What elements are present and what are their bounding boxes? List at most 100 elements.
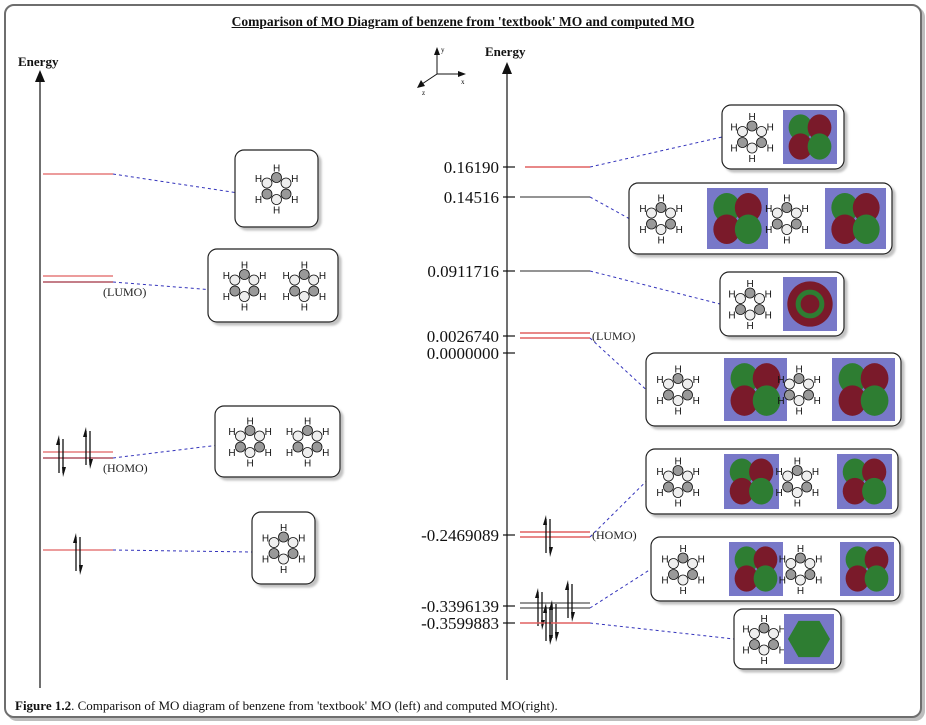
hydrogen-label: H [797, 586, 804, 597]
carbon-atom [271, 194, 282, 205]
lobe-green [734, 546, 759, 573]
lobe-green [753, 565, 778, 592]
lobe-red [713, 214, 741, 244]
energy-value-label: 0.14516 [444, 188, 499, 207]
carbon-atom [229, 274, 241, 286]
carbon-atom [665, 207, 676, 219]
carbon-atom [254, 441, 265, 453]
hydrogen-label: H [783, 236, 790, 247]
carbon-atom [663, 389, 674, 401]
level-connector-line [112, 281, 209, 290]
carbon-atom [756, 137, 767, 148]
hydrogen-label: H [259, 271, 266, 282]
hydrogen-label: H [265, 448, 272, 459]
level-note: (HOMO) [592, 528, 637, 542]
orbital-background [832, 358, 895, 421]
carbon-atom [682, 389, 693, 401]
lobe-green [831, 193, 859, 223]
lobe-red [864, 546, 889, 573]
hydrogen-label: H [767, 144, 774, 155]
carbon-atom [677, 574, 689, 586]
carbon-atom [744, 287, 756, 299]
spin-up-head-icon [83, 427, 87, 437]
lobe-red [787, 281, 833, 327]
spin-down-head-icon [62, 467, 66, 477]
carbon-atom [781, 202, 793, 213]
hydrogen-label: H [742, 625, 749, 636]
lobe-green [730, 363, 759, 394]
orbital-isosurface-image [783, 110, 837, 164]
lobe-red [860, 363, 889, 394]
axis-x-label: x [461, 78, 465, 86]
lobe-green [807, 133, 832, 160]
spin-down-head-icon [571, 612, 575, 622]
hydrogen-label: H [286, 448, 293, 459]
carbon-atom [668, 558, 679, 569]
hydrogen-label: H [639, 204, 646, 215]
carbon-atom [238, 291, 250, 302]
carbon-atom [804, 569, 816, 580]
level-connector-line [589, 337, 647, 390]
hydrogen-label: H [747, 279, 754, 290]
hydrogen-label: H [675, 457, 682, 468]
level-connector-line [589, 196, 630, 219]
hydrogen-label: H [698, 576, 705, 587]
lobe-green [842, 458, 867, 486]
hydrogen-label: H [742, 646, 749, 657]
hydrogen-label: H [698, 555, 705, 566]
level-note: (HOMO) [103, 461, 148, 475]
spin-down-head-icon [541, 620, 545, 630]
carbon-atom [677, 552, 689, 564]
hydrogen-label: H [656, 375, 663, 386]
spin-down-head-icon [549, 635, 553, 645]
hydrogen-label: H [304, 459, 311, 470]
carbon-atom [280, 177, 292, 189]
carbon-atom [754, 304, 765, 315]
lobe-red [788, 133, 813, 160]
carbon-atom [238, 269, 250, 280]
lobe-green [788, 114, 813, 141]
carbon-atom [781, 224, 793, 235]
carbon-atom [790, 207, 802, 219]
hydrogen-label: H [801, 204, 808, 215]
carbon-atom [784, 378, 795, 390]
carbon-atom [235, 430, 246, 442]
carbon-atom [311, 441, 323, 453]
carbon-atom [271, 172, 282, 183]
hydrogen-label: H [291, 174, 298, 185]
hydrogen-label: H [779, 576, 786, 587]
hydrogen-label: H [796, 365, 803, 376]
hydrogen-label: H [658, 236, 665, 247]
orbital-isosurface-image [825, 188, 886, 249]
orbital-isosurface-image [783, 277, 837, 331]
carbon-atom [746, 142, 758, 154]
figure-caption: Figure 1.2. Comparison of MO diagram of … [15, 698, 558, 714]
hydrogen-label: H [255, 195, 262, 206]
hydrogen-label: H [779, 555, 786, 566]
hydrogen-label: H [656, 488, 663, 499]
carbon-atom [795, 552, 806, 564]
hydrogen-label: H [255, 174, 262, 185]
carbon-atom [682, 378, 693, 390]
hydrogen-label: H [273, 206, 280, 217]
orbital-background [840, 542, 894, 596]
hydrogen-label: H [693, 467, 700, 478]
carbon-atom [801, 481, 813, 493]
hydrogen-label: H [777, 375, 784, 386]
lobe-red [845, 565, 870, 592]
hydrogen-label: H [776, 467, 783, 478]
hydrogen-label: H [676, 204, 683, 215]
hydrogen-label: H [765, 225, 772, 236]
carbon-atom [261, 177, 273, 189]
lobe-red [749, 458, 774, 486]
carbon-atom [758, 622, 770, 634]
carbon-atom [672, 487, 684, 498]
carbon-atom [248, 285, 260, 297]
